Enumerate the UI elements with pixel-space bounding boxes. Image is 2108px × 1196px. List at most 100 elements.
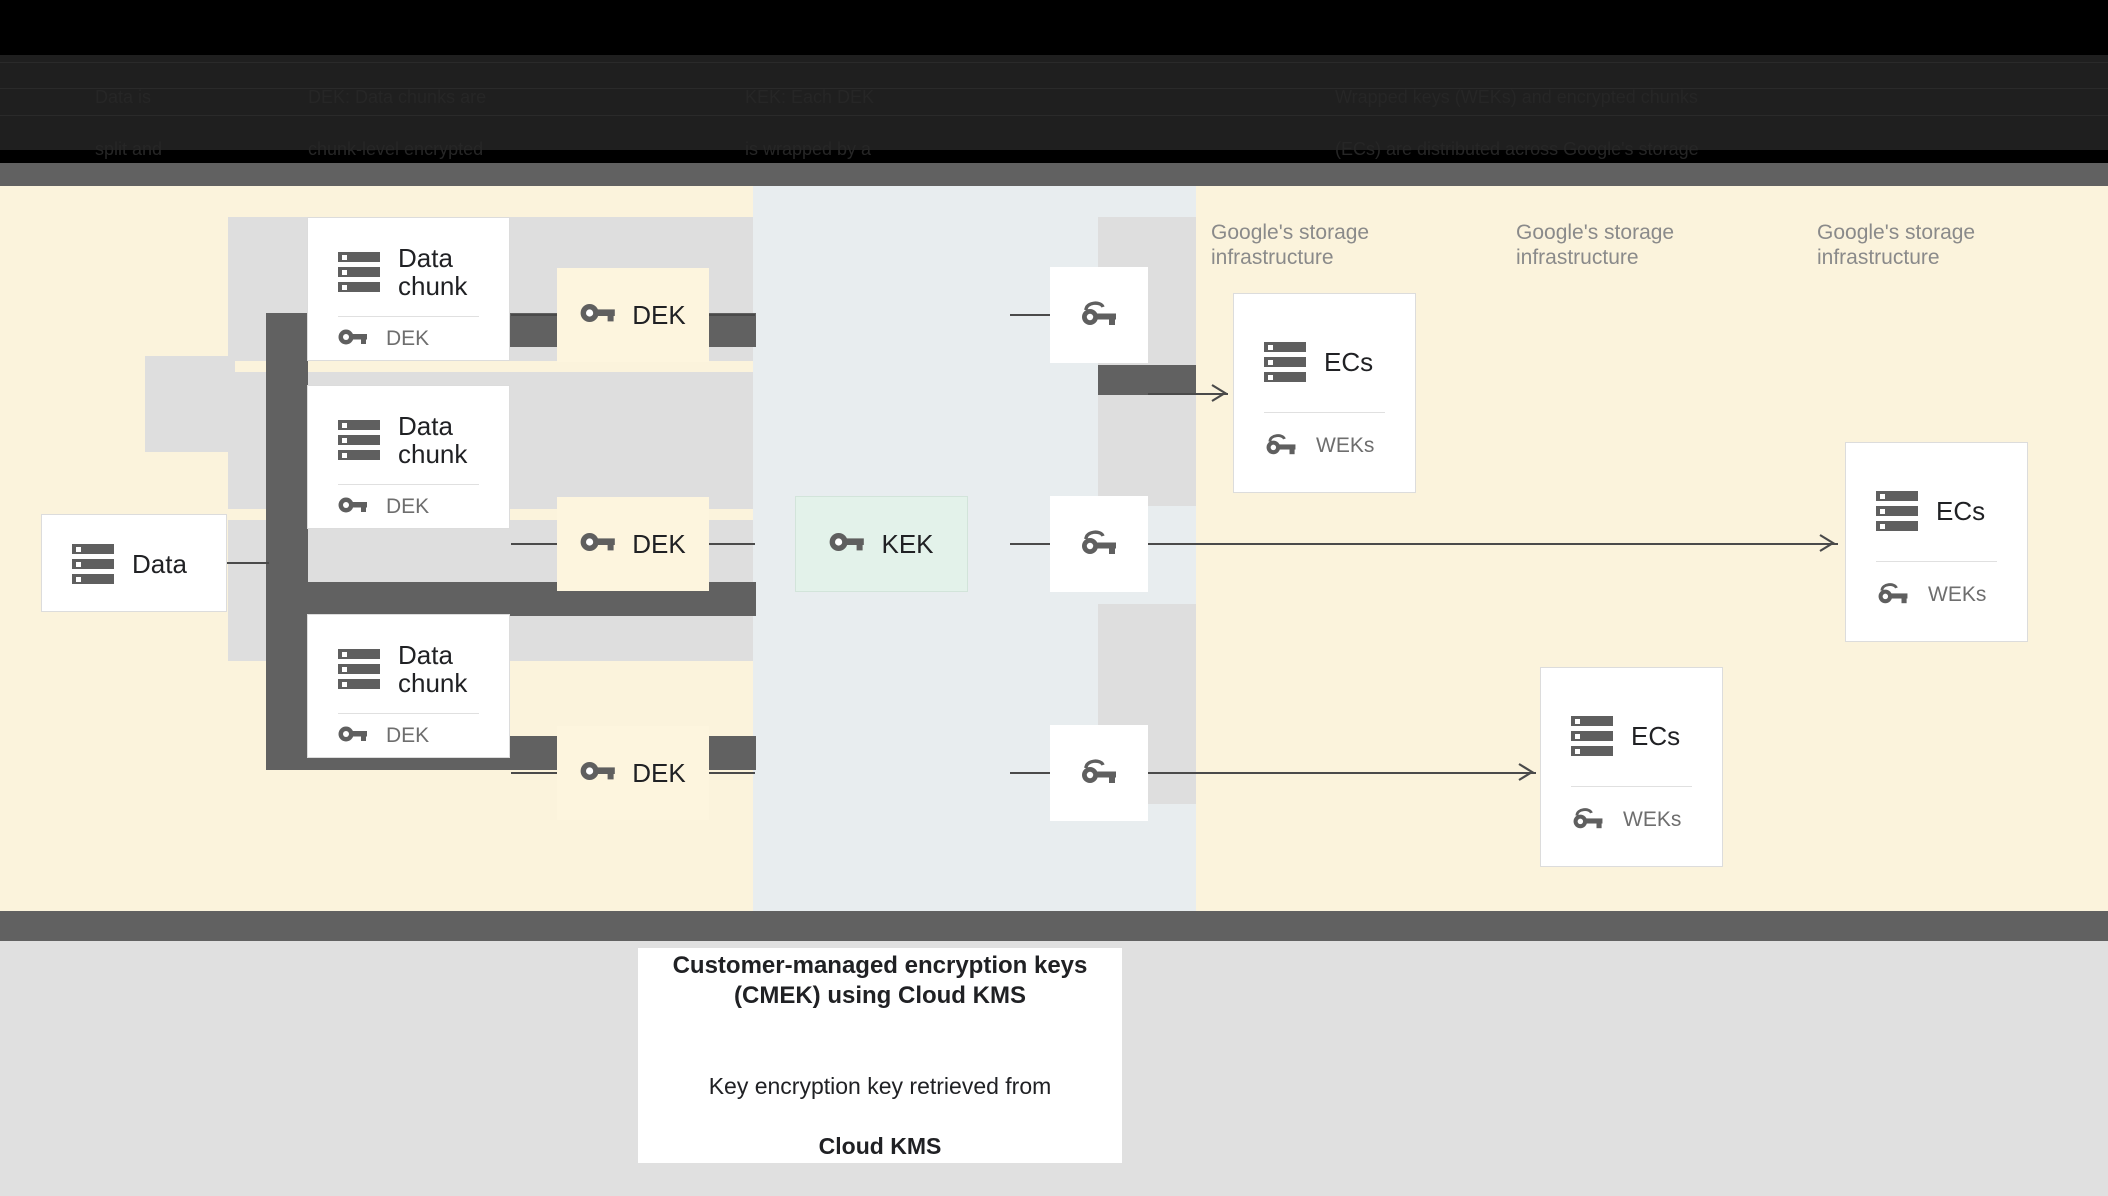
card-ecs[interactable]: ECs WEKs — [1540, 667, 1723, 867]
card-header: Data chunk — [308, 633, 509, 705]
card-header: Data chunk — [308, 404, 509, 476]
arrow-line-to-ecs-3 — [1148, 772, 1536, 774]
caption-card: Customer-managed encryption keys (CMEK) … — [638, 948, 1122, 1163]
card-key-label: DEK — [386, 495, 430, 518]
grey-lane-wek — [1098, 376, 1196, 506]
server-stack-icon — [1876, 491, 1918, 531]
connector-dek-out — [709, 772, 755, 774]
header-separator-band — [0, 163, 2108, 186]
server-stack-icon — [72, 544, 114, 584]
wrapped-key-icon — [1571, 805, 1605, 836]
card-ecs[interactable]: ECs WEKs — [1845, 442, 2028, 642]
card-divider — [1876, 561, 1997, 562]
legend-line: KEK: Each DEK — [745, 87, 875, 107]
chip-label: DEK — [632, 299, 686, 330]
server-stack-icon — [338, 420, 380, 460]
legend-line: is wrapped by a — [745, 139, 872, 159]
card-data-chunk[interactable]: Data chunk DEK — [307, 385, 510, 529]
wrapped-key-icon — [1079, 527, 1119, 562]
key-icon — [338, 327, 368, 352]
chip-dek[interactable]: DEK — [557, 268, 709, 362]
card-key-label: WEKs — [1928, 583, 1987, 606]
card-header: Data — [42, 515, 226, 613]
connector-dek-out — [709, 314, 755, 316]
card-data-chunk[interactable]: Data chunk DEK — [307, 217, 510, 361]
card-key-row: WEKs — [1846, 573, 2027, 617]
card-data-chunk[interactable]: Data chunk DEK — [307, 614, 510, 758]
legend-rule — [0, 88, 2108, 89]
card-title: ECs — [1936, 496, 1986, 526]
chip-label: DEK — [632, 757, 686, 788]
chip-dek[interactable]: DEK — [557, 726, 709, 820]
arrow-head — [1819, 534, 1836, 552]
card-header: Data chunk — [308, 236, 509, 308]
arrow-head — [1211, 384, 1228, 402]
legend-column-4: Wrapped keys (WEKs) and encrypted chunks… — [1335, 58, 1699, 188]
connector-to-wek — [1010, 772, 1050, 774]
fork-spine — [266, 313, 308, 770]
card-key-row: DEK — [308, 489, 509, 525]
wek-box[interactable] — [1050, 725, 1148, 821]
card-key-row: WEKs — [1234, 424, 1415, 468]
connector-dek-out — [709, 543, 755, 545]
caption-subtitle-strong: Cloud KMS — [818, 1132, 942, 1159]
server-stack-icon — [1571, 716, 1613, 756]
grey-lane-source — [145, 356, 235, 452]
server-stack-icon — [1264, 342, 1306, 382]
card-key-row: DEK — [308, 321, 509, 357]
key-icon — [829, 530, 865, 559]
card-title: Data chunk — [398, 411, 468, 469]
wrapped-key-icon — [1079, 756, 1119, 791]
card-divider — [338, 316, 479, 317]
caption-subtitle-prefix: Key encryption key retrieved from — [708, 1072, 1052, 1099]
card-title: Data chunk — [398, 243, 468, 301]
card-key-label: DEK — [386, 724, 430, 747]
storage-region-label: Google's storage infrastructure — [1516, 221, 1675, 269]
card-key-label: WEKs — [1316, 434, 1375, 457]
connector-chunk-to-dek — [511, 772, 557, 774]
key-icon — [338, 495, 368, 520]
wek-box[interactable] — [1050, 267, 1148, 363]
connector-source-to-spine — [227, 562, 269, 564]
card-key-row: WEKs — [1541, 798, 1722, 842]
storage-region-label: Google's storage infrastructure — [1211, 221, 1370, 269]
arrow-line-to-ecs-2 — [1148, 543, 1838, 545]
footer-separator-band — [0, 911, 2108, 941]
chip-label: KEK — [881, 528, 934, 559]
card-title: ECs — [1631, 721, 1681, 751]
card-title: Data chunk — [398, 640, 468, 698]
card-divider — [1264, 412, 1385, 413]
chip-kek[interactable]: KEK — [795, 496, 968, 592]
legend-line: DEK: Data chunks are — [308, 87, 487, 107]
connector-chunk-to-dek — [511, 314, 557, 316]
card-key-label: WEKs — [1623, 808, 1682, 831]
wek-box[interactable] — [1050, 496, 1148, 592]
server-stack-icon — [338, 252, 380, 292]
chip-dek[interactable]: DEK — [557, 497, 709, 591]
storage-region-label: Google's storage infrastructure — [1817, 221, 1976, 269]
arrow-head — [1518, 763, 1535, 781]
card-title: ECs — [1324, 347, 1374, 377]
connector-to-wek — [1010, 543, 1050, 545]
card-divider — [338, 713, 479, 714]
legend-line: split and — [95, 139, 163, 159]
server-stack-icon — [338, 649, 380, 689]
legend-rule — [0, 115, 2108, 116]
legend-rule — [0, 62, 2108, 63]
card-divider — [1571, 786, 1692, 787]
wrapped-key-icon — [1079, 298, 1119, 333]
key-icon — [580, 759, 616, 788]
chip-label: DEK — [632, 528, 686, 559]
card-title: Data — [132, 549, 187, 579]
connector-chunk-to-dek — [511, 543, 557, 545]
wrapped-key-icon — [1264, 431, 1298, 462]
legend-line: Wrapped keys (WEKs) and encrypted chunks — [1335, 87, 1698, 107]
diagram-canvas: Data Data chunk DEK Data chunk — [0, 186, 2108, 911]
card-ecs[interactable]: ECs WEKs — [1233, 293, 1416, 493]
card-header: ECs — [1541, 706, 1722, 766]
key-icon — [580, 301, 616, 330]
card-data-source[interactable]: Data — [41, 514, 227, 612]
legend-line: Data is — [95, 87, 152, 107]
arrow-line-to-ecs-1 — [1148, 393, 1228, 395]
wrapped-key-icon — [1876, 580, 1910, 611]
